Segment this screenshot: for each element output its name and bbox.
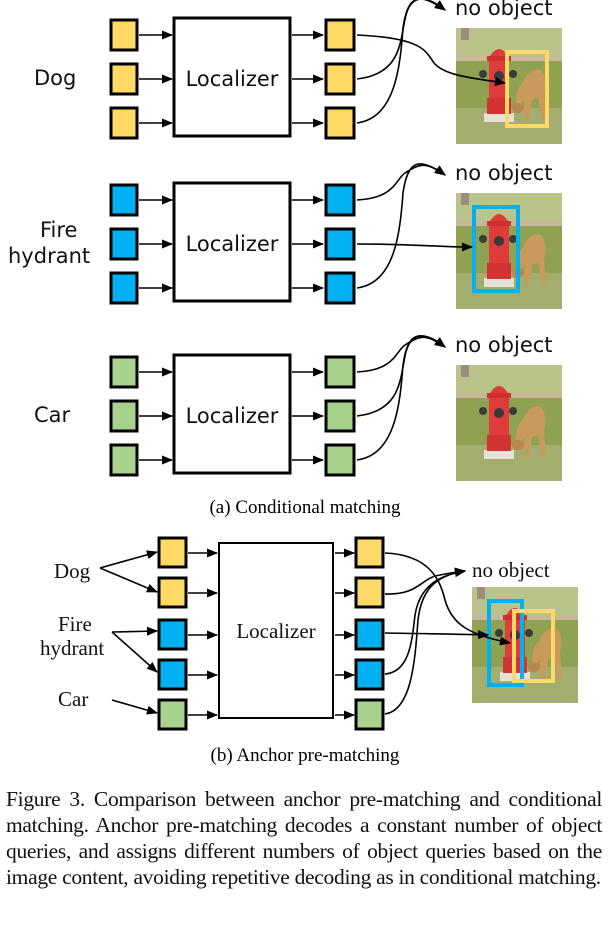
- no-object-label: no object: [455, 333, 553, 357]
- input-query: [109, 18, 139, 52]
- no-object-arrow: [356, 163, 446, 289]
- output-query-car: [354, 698, 385, 731]
- conditional-row-1: Dog Localizer no object: [34, 0, 562, 144]
- output-query-fire_hydrant: [354, 658, 385, 691]
- output-query-fire_hydrant: [354, 618, 385, 651]
- input-query: [109, 106, 139, 140]
- class-label-hydrant: hydrant: [40, 636, 104, 660]
- assign-arrow: [111, 699, 159, 715]
- conditional-row-3: Car Localizer no object: [34, 333, 562, 481]
- fire-hydrant-bounding-box: [487, 599, 524, 687]
- assign-arrow: [99, 567, 159, 593]
- localizer-box: [172, 353, 292, 475]
- output-query: [324, 355, 356, 389]
- output-query: [324, 443, 356, 477]
- output-query: [324, 106, 356, 140]
- class-label-fire: Fire: [58, 612, 92, 636]
- output-query: [324, 62, 356, 96]
- class-label: Car: [34, 403, 71, 427]
- match-arrow-hydrant: [384, 630, 490, 640]
- output-query: [324, 18, 356, 52]
- output-query-dog: [354, 536, 385, 569]
- input-query: [109, 355, 139, 389]
- no-object-arrow: [356, 0, 446, 80]
- match-arrow: [356, 242, 474, 252]
- panel-b-subcaption: (b) Anchor pre-matching: [211, 745, 400, 766]
- no-object-label: no object: [472, 558, 550, 582]
- fire-hydrant-bounding-box: [472, 205, 520, 293]
- output-query: [324, 183, 356, 217]
- no-object-arrow: [356, 335, 446, 461]
- localizer-box: [172, 181, 292, 303]
- assign-arrow: [99, 550, 159, 569]
- localizer-box: [172, 16, 292, 138]
- no-object-arrow: [384, 568, 467, 675]
- class-label-dog: Dog: [54, 559, 91, 583]
- input-query-dog: [157, 536, 188, 569]
- no-object-label: no object: [455, 0, 553, 20]
- input-query-car: [157, 698, 188, 731]
- input-query: [109, 227, 139, 261]
- dog-bounding-box: [505, 50, 549, 128]
- localizer-label: Localizer: [186, 67, 279, 91]
- no-object-arrow: [356, 164, 446, 201]
- no-object-label: no object: [455, 161, 553, 185]
- input-query-fire_hydrant: [157, 658, 188, 691]
- match-arrow: [356, 34, 507, 87]
- output-query: [324, 227, 356, 261]
- input-query-fire_hydrant: [157, 618, 188, 651]
- input-query: [109, 443, 139, 477]
- assign-arrow: [111, 626, 159, 636]
- no-object-arrow: [356, 336, 446, 373]
- scene-photo: [456, 365, 562, 481]
- localizer-label: Localizer: [236, 619, 315, 643]
- no-object-arrow: [356, 0, 446, 124]
- photo-content: [456, 365, 562, 481]
- panel-a-subcaption: (a) Conditional matching: [209, 497, 401, 518]
- no-object-arrow: [384, 568, 467, 715]
- class-label: hydrant: [8, 244, 90, 268]
- input-query: [109, 271, 139, 305]
- localizer-label: Localizer: [186, 404, 279, 428]
- class-label: Fire: [40, 218, 77, 242]
- localizer-label: Localizer: [186, 232, 279, 256]
- localizer-box: [218, 542, 334, 719]
- input-query: [109, 183, 139, 217]
- figure-caption: Figure 3. Comparison between anchor pre-…: [6, 787, 602, 889]
- class-label-car: Car: [58, 687, 88, 711]
- output-query: [324, 399, 356, 433]
- input-query: [109, 399, 139, 433]
- dog-bounding-box: [512, 609, 555, 683]
- output-query: [324, 271, 356, 305]
- output-query-dog: [354, 576, 385, 609]
- assign-arrow: [111, 631, 158, 673]
- input-query: [109, 62, 139, 96]
- class-label: Dog: [34, 66, 76, 90]
- input-query-dog: [157, 576, 188, 609]
